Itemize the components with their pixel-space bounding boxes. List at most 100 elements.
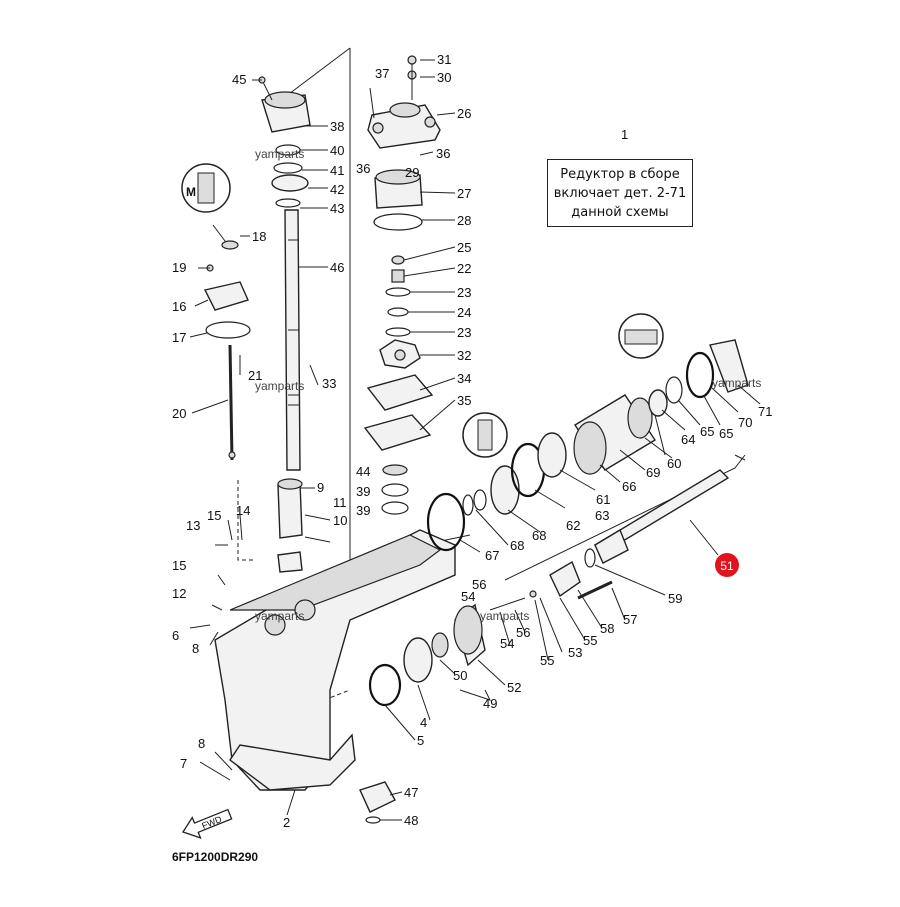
callout-number: 7: [180, 756, 187, 771]
callout-number: 23: [457, 285, 471, 300]
callout-number: 50: [453, 668, 467, 683]
highlighted-callout-51[interactable]: 51: [715, 553, 739, 577]
callout-number: 36: [436, 146, 450, 161]
callout-number: 55: [540, 653, 554, 668]
callout-number: 2: [283, 815, 290, 830]
callout-number: 60: [667, 456, 681, 471]
callout-number: 58: [600, 621, 614, 636]
callout-number: 43: [330, 201, 344, 216]
callout-number: 13: [186, 518, 200, 533]
callout-number: 37: [375, 66, 389, 81]
callout-number: 56: [472, 577, 486, 592]
callout-number: 8: [192, 641, 199, 656]
callout-number: 21: [248, 368, 262, 383]
callout-number: 25: [457, 240, 471, 255]
bearing-housing-group: [426, 339, 749, 552]
callout-number: 16: [172, 299, 186, 314]
callout-number: 33: [322, 376, 336, 391]
callout-number: 17: [172, 330, 186, 345]
drive-shaft-assembly: [258, 76, 331, 573]
drawing-code: 6FP1200DR290: [172, 850, 258, 864]
watermark: yamparts: [712, 376, 761, 390]
callout-number: 40: [330, 143, 344, 158]
callout-number: 5: [417, 733, 424, 748]
callout-number: 4: [420, 715, 427, 730]
note-ref-number: 1: [621, 127, 629, 142]
callout-number: 63: [595, 508, 609, 523]
callout-number: 68: [510, 538, 524, 553]
callout-number: 31: [437, 52, 451, 67]
callout-number: 10: [333, 513, 347, 528]
callout-number: 8: [198, 736, 205, 751]
note-line-2: включает дет. 2-71: [553, 185, 687, 201]
callout-number: 46: [330, 260, 344, 275]
callout-number: 65: [719, 426, 733, 441]
callout-number: 30: [437, 70, 451, 85]
callout-number: 56: [516, 625, 530, 640]
callout-number: 68: [532, 528, 546, 543]
callout-number: 54: [461, 589, 475, 604]
callout-number: 15: [172, 558, 186, 573]
callout-number: 39: [356, 484, 370, 499]
callout-number: 32: [457, 348, 471, 363]
assembly-note: Редуктор в сборе включает дет. 2-71 данн…: [547, 159, 693, 227]
callout-number: 29: [405, 165, 419, 180]
callout-number: 26: [457, 106, 471, 121]
callout-number: 69: [646, 465, 660, 480]
callout-number: 11: [333, 495, 347, 510]
callout-number: 14: [236, 503, 250, 518]
callout-number: 19: [172, 260, 186, 275]
callout-number: 49: [483, 696, 497, 711]
callout-number: 41: [330, 163, 344, 178]
callout-number: 34: [457, 371, 471, 386]
callout-number: 44: [356, 464, 370, 479]
watermark: yamparts: [255, 147, 304, 161]
callout-number: 45: [232, 72, 246, 87]
callout-number: 52: [507, 680, 521, 695]
callout-number: 67: [485, 548, 499, 563]
callout-number: 54: [500, 636, 514, 651]
callout-number: 62: [566, 518, 580, 533]
lower-casing: [189, 514, 456, 791]
callout-number: 23: [457, 325, 471, 340]
note-line-1: Редуктор в сборе: [560, 166, 680, 182]
note-line-3: данной схемы: [571, 204, 669, 220]
fwd-label: FWD: [200, 814, 223, 831]
callout-number: 24: [457, 305, 471, 320]
gear-set-lower: [359, 590, 537, 824]
callout-number: 6: [172, 628, 179, 643]
callout-number: 66: [622, 479, 636, 494]
watermark: yamparts: [255, 609, 304, 623]
forward-arrow-icon: FWD: [182, 808, 233, 839]
callout-number: 57: [623, 612, 637, 627]
detail-badge-seal-top: [462, 412, 508, 458]
detail-badge-seal-right: [618, 313, 664, 359]
callout-number: 71: [758, 404, 772, 419]
shift-rod-assembly: [203, 240, 319, 461]
highlighted-callout-label: 51: [720, 559, 734, 573]
callout-number: 22: [457, 261, 471, 276]
callout-leaders: [189, 59, 761, 821]
water-pump-assembly: [363, 55, 441, 515]
watermark: yamparts: [255, 379, 304, 393]
callout-number: 20: [172, 406, 186, 421]
callout-number: 64: [681, 432, 695, 447]
callout-number: 38: [330, 119, 344, 134]
watermark: yamparts: [480, 609, 529, 623]
detail-badge-shift: M: [181, 163, 231, 213]
callout-number: 12: [172, 586, 186, 601]
callout-number: 42: [330, 182, 344, 197]
callout-number: 18: [252, 229, 266, 244]
callout-number: 28: [457, 213, 471, 228]
callout-number: 59: [668, 591, 682, 606]
callout-number: 27: [457, 186, 471, 201]
callout-number: 65: [700, 424, 714, 439]
callout-number: 48: [404, 813, 418, 828]
callout-number: 39: [356, 503, 370, 518]
callout-number: 36: [356, 161, 370, 176]
callout-number: 35: [457, 393, 471, 408]
callout-number: 9: [317, 480, 324, 495]
callout-number: 61: [596, 492, 610, 507]
